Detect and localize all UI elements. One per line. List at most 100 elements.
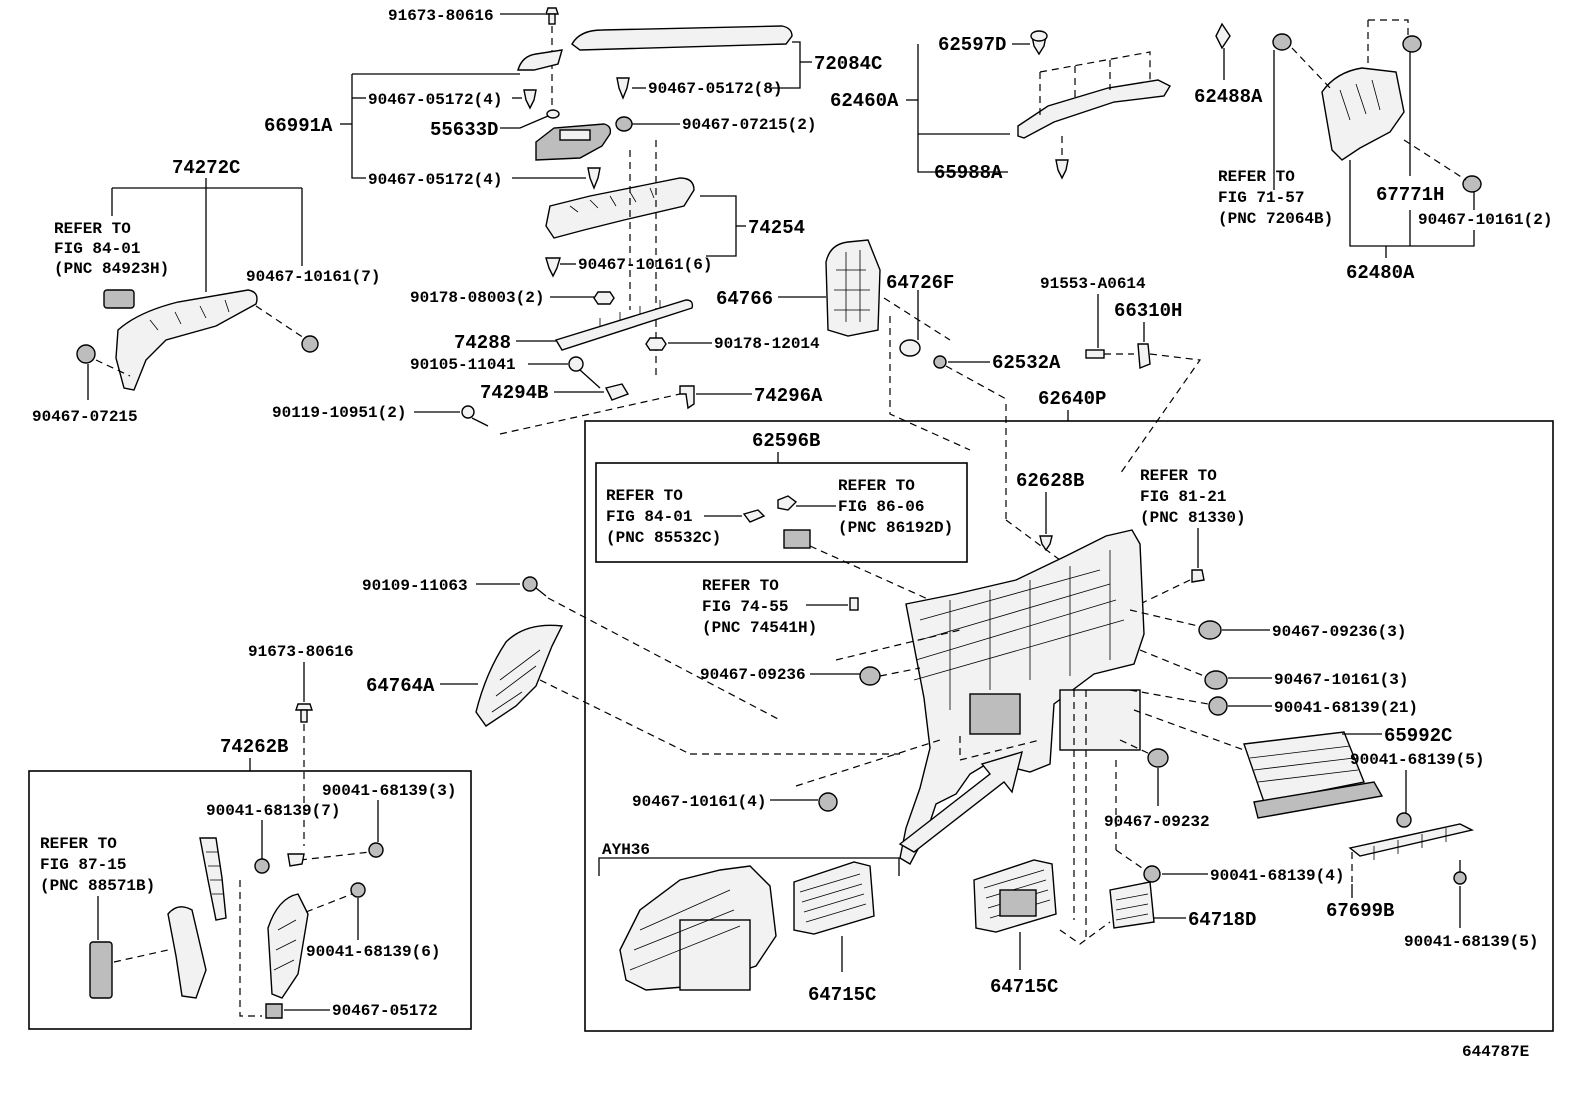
label-67699B: 67699B — [1326, 900, 1394, 922]
label-90467-05172-8: 90467-05172(8) — [648, 80, 782, 98]
nut-icon — [593, 291, 615, 305]
label-72084C: 72084C — [814, 53, 882, 75]
connector-icon — [103, 289, 135, 309]
label-90467-09236: 90467-09236 — [700, 666, 806, 684]
bracket-icon — [199, 837, 227, 921]
screw-icon — [1208, 696, 1228, 716]
label-74288: 74288 — [454, 332, 511, 354]
screw-icon — [368, 842, 384, 858]
note-85532C-line2: FIG 84-01 — [606, 508, 692, 526]
note-72064B-line3: (PNC 72064B) — [1218, 210, 1333, 228]
note-84923H-line3: (PNC 84923H) — [54, 260, 169, 278]
scuff-plate-icon — [1348, 823, 1475, 857]
label-91553-A0614: 91553-A0614 — [1040, 275, 1146, 293]
clip-icon — [265, 1003, 283, 1019]
label-65992C: 65992C — [1384, 725, 1452, 747]
diagram-id: 644787E — [1462, 1043, 1529, 1061]
label-90109-11063: 90109-11063 — [362, 577, 468, 595]
box-62640P — [584, 420, 1554, 1032]
label-74262B: 74262B — [220, 736, 288, 758]
label-90467-05172-4b: 90467-05172(4) — [368, 171, 502, 189]
label-90178-08003-2: 90178-08003(2) — [410, 289, 544, 307]
note-72064B-line1: REFER TO — [1218, 168, 1295, 186]
label-90119-10951-2: 90119-10951(2) — [272, 404, 406, 422]
socket-icon — [777, 495, 798, 511]
label-66310H: 66310H — [1114, 300, 1182, 322]
label-90467-10161-6: 90467-10161(6) — [578, 256, 712, 274]
clip-icon — [616, 77, 630, 100]
trim-board-icon — [1243, 731, 1365, 803]
label-90467-09236-3: 90467-09236(3) — [1272, 623, 1406, 641]
note-86192D-line3: (PNC 86192D) — [838, 519, 953, 537]
bolt-icon — [1085, 349, 1105, 359]
grommet-icon — [1272, 33, 1292, 51]
quarter-trim-main-icon — [899, 529, 1145, 865]
label-62640P: 62640P — [1038, 388, 1106, 410]
label-90467-05172: 90467-05172 — [332, 1002, 438, 1020]
note-88571B-line1: REFER TO — [40, 835, 117, 853]
trim-panel-icon — [825, 239, 881, 337]
label-64715C-b: 64715C — [990, 976, 1058, 998]
screw-icon — [295, 703, 313, 723]
label-74254: 74254 — [748, 217, 805, 239]
screw-icon — [1453, 860, 1467, 885]
screw-icon — [545, 7, 559, 25]
duct-cover-icon — [793, 861, 875, 935]
note-81330-line1: REFER TO — [1140, 467, 1217, 485]
screw-icon — [1143, 865, 1161, 883]
clip-icon — [899, 339, 921, 357]
note-81330-line3: (PNC 81330) — [1140, 509, 1246, 527]
bolt-icon — [461, 405, 489, 427]
label-90467-10161-7: 90467-10161(7) — [246, 268, 380, 286]
label-74272C: 74272C — [172, 157, 240, 179]
clip-icon — [287, 853, 305, 867]
grommet-icon — [1147, 748, 1169, 768]
grommet-icon — [818, 792, 838, 812]
clip-icon — [587, 167, 601, 190]
bracket-icon — [1137, 343, 1151, 370]
bracket-icon — [604, 383, 630, 401]
grille-icon — [1109, 881, 1155, 929]
label-90467-10161-3: 90467-10161(3) — [1274, 671, 1408, 689]
box-62596B — [595, 462, 968, 563]
variant-label: AYH36 — [602, 841, 650, 859]
lamp-icon — [849, 597, 859, 611]
bracket-icon — [517, 49, 563, 71]
note-72064B-line2: FIG 71-57 — [1218, 189, 1304, 207]
note-85532C-line1: REFER TO — [606, 487, 683, 505]
grommet-icon — [1462, 175, 1482, 193]
screw-icon — [933, 355, 947, 369]
grommet-icon — [1204, 670, 1228, 690]
label-90467-07215-2: 90467-07215(2) — [682, 116, 816, 134]
grommet-icon — [301, 335, 319, 353]
clip-icon — [1039, 535, 1053, 552]
bracket-icon — [679, 385, 695, 410]
trim-strip-icon — [571, 25, 793, 51]
label-55633D: 55633D — [430, 119, 498, 141]
washer-icon — [546, 109, 560, 119]
grommet-icon — [859, 666, 881, 686]
label-65988A: 65988A — [934, 162, 1003, 184]
nut-icon — [645, 337, 667, 351]
pillar-cover-icon — [167, 906, 207, 999]
quarter-trim-side-icon — [115, 289, 258, 391]
grommet-icon — [76, 344, 96, 364]
clip-icon — [523, 89, 537, 110]
label-91673-80616: 91673-80616 — [388, 7, 494, 25]
switch-panel-icon — [535, 123, 612, 161]
label-64764A: 64764A — [366, 675, 435, 697]
label-90467-05172-4a: 90467-05172(4) — [368, 91, 502, 109]
label-64726F: 64726F — [886, 272, 954, 294]
note-81330-line2: FIG 81-21 — [1140, 488, 1226, 506]
screw-icon — [1396, 812, 1412, 828]
label-90467-09232: 90467-09232 — [1104, 813, 1210, 831]
garnish-rail-icon — [1017, 79, 1171, 139]
label-62460A: 62460A — [830, 90, 899, 112]
note-74541H-line1: REFER TO — [702, 577, 779, 595]
label-90041-68139-3: 90041-68139(3) — [322, 782, 456, 800]
screw-icon — [254, 858, 270, 874]
label-74294B: 74294B — [480, 382, 548, 404]
note-88571B-line2: FIG 87-15 — [40, 856, 126, 874]
label-90105-11041: 90105-11041 — [410, 356, 516, 374]
